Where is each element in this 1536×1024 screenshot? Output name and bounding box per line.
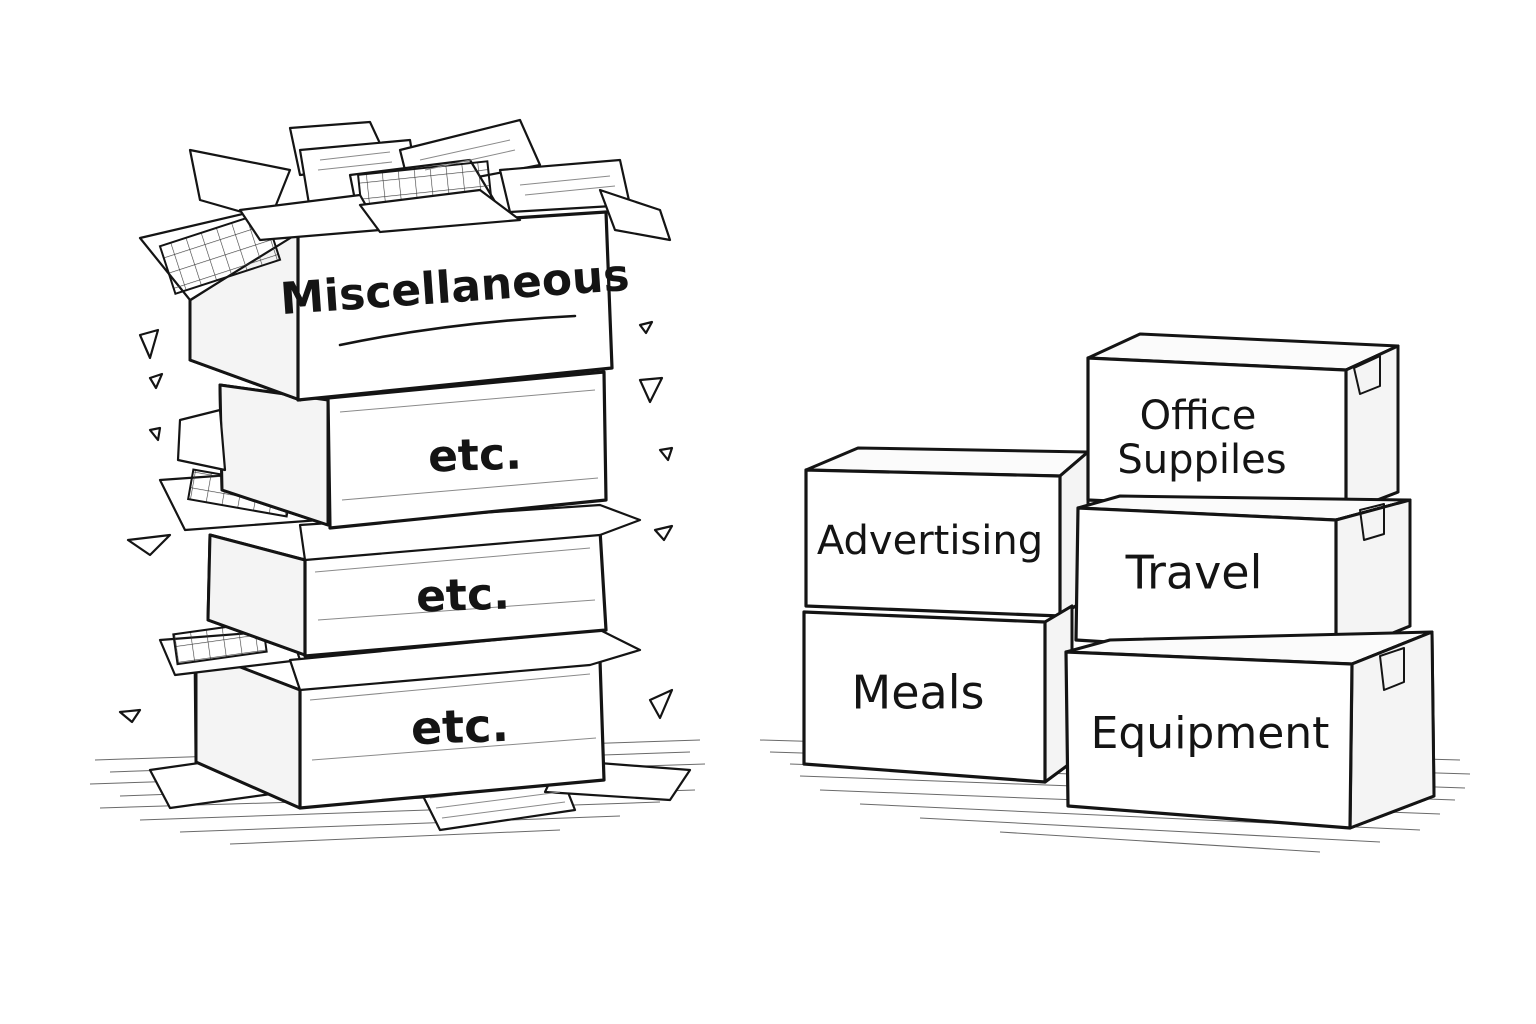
organized-box-stack: Office Suppiles Advertising Travel Meals…	[802, 332, 1436, 830]
label-suppiles: Suppiles	[1117, 437, 1286, 483]
box-office-supplies	[1086, 332, 1400, 514]
messy-box-4	[158, 620, 642, 810]
box-meals	[802, 604, 1074, 784]
box-equipment	[1064, 630, 1436, 830]
label-equipment: Equipment	[1091, 708, 1330, 759]
flying-scraps	[118, 320, 674, 724]
overflowing-papers	[138, 118, 672, 302]
messy-box-2	[176, 370, 608, 530]
messy-box-1	[188, 210, 614, 402]
label-etc-1: etc.	[427, 428, 522, 482]
messy-box-3	[158, 468, 642, 658]
label-advertising: Advertising	[817, 518, 1043, 564]
messy-box-stack: Miscellaneous etc. etc. etc.	[118, 118, 692, 832]
label-etc-2: etc.	[415, 568, 510, 622]
box-travel	[1074, 494, 1412, 658]
label-meals: Meals	[852, 666, 985, 720]
label-etc-3: etc.	[410, 698, 510, 755]
label-office: Office	[1140, 393, 1257, 439]
label-travel: Travel	[1125, 546, 1263, 600]
